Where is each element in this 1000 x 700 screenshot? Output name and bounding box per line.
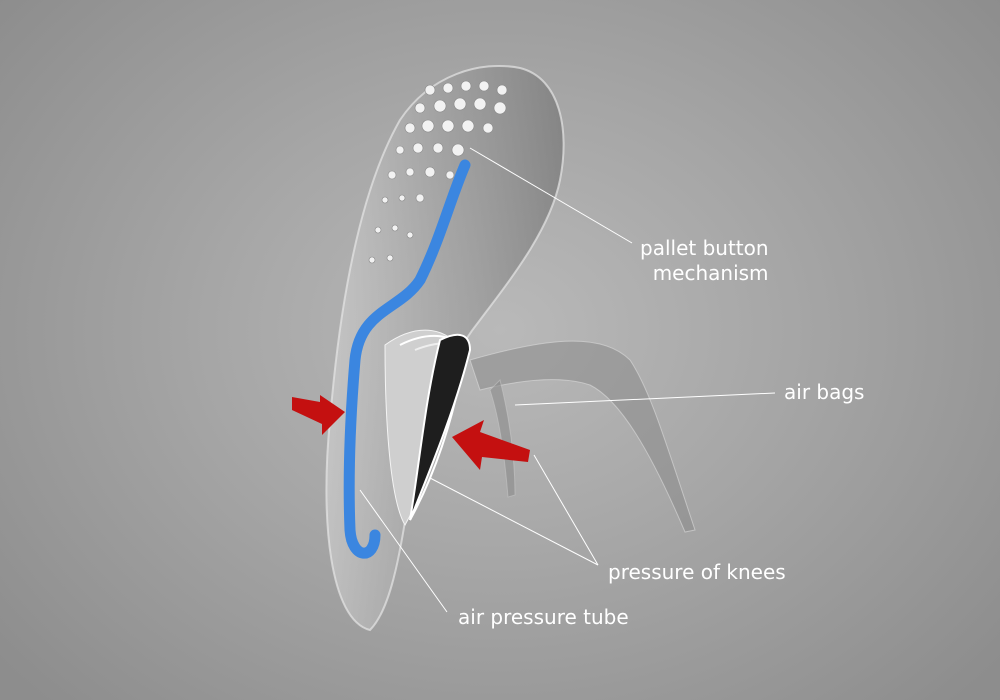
label-pressure-of-knees: pressure of knees (608, 560, 786, 584)
pressure-arrow-left (292, 395, 345, 435)
label-line: pallet button (640, 236, 769, 260)
label-air-bags: air bags (784, 380, 865, 404)
label-line: mechanism (652, 261, 769, 285)
label-pallet-button-mechanism: pallet button mechanism (640, 236, 769, 286)
air-bags (384, 329, 472, 527)
chair-leg-front (489, 379, 516, 498)
air-pressure-tube (343, 159, 471, 559)
pressure-arrow-right (452, 420, 530, 470)
chair-leg-right (469, 340, 696, 533)
label-air-pressure-tube: air pressure tube (458, 605, 629, 629)
pallet-buttons (368, 80, 508, 264)
leader-lines (359, 147, 776, 613)
